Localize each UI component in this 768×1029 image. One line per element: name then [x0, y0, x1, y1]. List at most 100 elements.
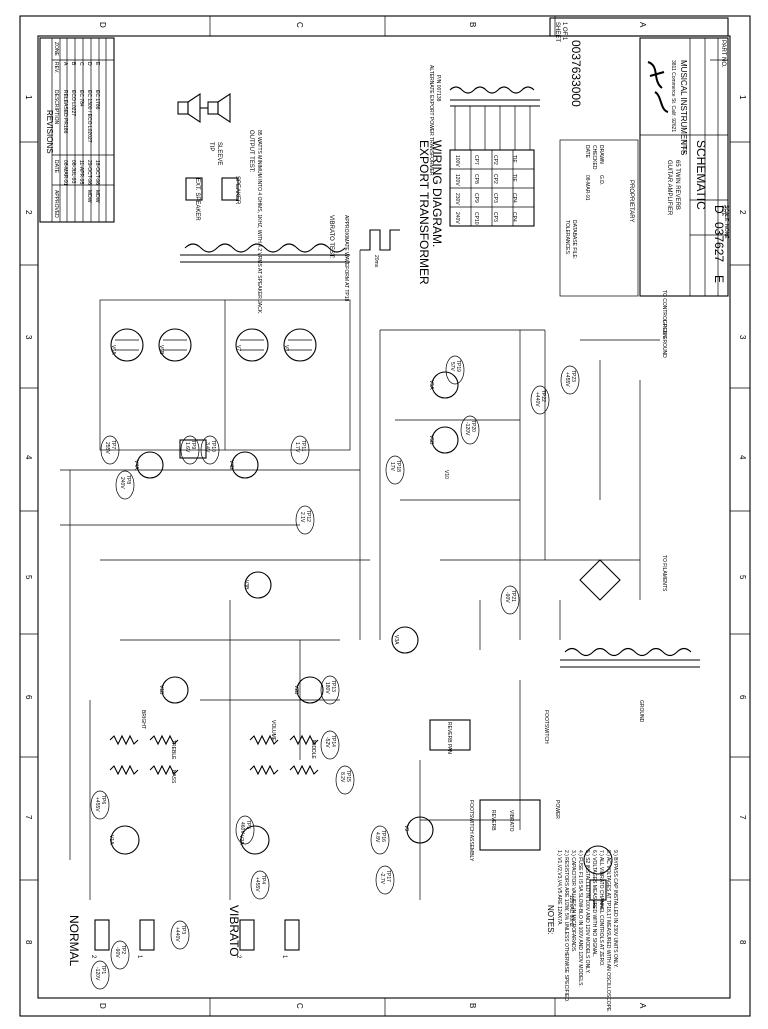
col-number: 7: [24, 815, 33, 820]
revision-header: REV.: [53, 62, 59, 73]
notes-heading: NOTES:: [546, 905, 555, 935]
checked-label: CHECKED: [591, 145, 597, 170]
fender-logo: [647, 61, 669, 113]
voltage-label: 3.4V: [204, 442, 210, 453]
tube-label: V3A: [393, 635, 399, 645]
voltage-label: 4.8V: [374, 832, 380, 843]
drawing-number: 037627: [712, 222, 726, 262]
sheet-value: 1 OF 1: [561, 22, 567, 41]
power-tube-v9: [235, 328, 269, 362]
row-letter: A: [638, 1003, 647, 1009]
export-table-cell: CP8: [473, 174, 479, 184]
note-line: 6.) VOLTAGES MEASURED WITH NO SIGNAL.: [591, 850, 597, 957]
power-tube-v10: [283, 328, 317, 362]
voltage-label: 17V: [389, 462, 395, 472]
tube-label: V10: [443, 470, 449, 479]
test-point-label: TP23: [570, 370, 576, 382]
test-point-bubble: [115, 470, 135, 500]
document-type: SCHEMATIC: [694, 140, 708, 210]
export-table-cell: TIE: [511, 174, 517, 182]
green-wire-label: GREEN: [661, 320, 667, 338]
test-point-label: TP14: [330, 735, 336, 747]
test-point-label: TP22: [540, 390, 546, 402]
reverb-pan: [429, 719, 471, 751]
test-point-label: TP3: [180, 925, 186, 934]
alt-transformer-label: ALTERNATE EXPORT POWER TRANSFORMER: [428, 65, 434, 176]
drawn-label: DRAWN: [598, 145, 604, 164]
test-point-bubble: [295, 505, 315, 535]
power-tube-v8: [158, 328, 192, 362]
title-block: SHEET 1 OF 1 0037633000 PART NO. MUSICAL…: [549, 17, 729, 297]
tube-label: V2A: [238, 835, 244, 845]
test-point-label: TP20: [470, 420, 476, 432]
voltage-label: 1.6V: [184, 442, 190, 453]
treble-label: TREBLE: [170, 740, 176, 760]
revision-cell: 08-MAR-91: [62, 160, 68, 186]
notes-list: 1.) V1,V2,V3,V4,V5 ARE 12AX7A.2.) RESIST…: [556, 850, 618, 1013]
voltage-label: -90V: [504, 592, 510, 603]
company-name: MUSICAL INSTRUMENTS: [679, 60, 688, 155]
preamp-tube-v3: [391, 626, 419, 654]
tolerances: TOLERANCES:: [564, 220, 570, 255]
bass-label: BASS: [170, 770, 176, 784]
bright-label: BRIGHT: [140, 710, 146, 729]
ext-speaker-jack[interactable]: [185, 177, 203, 201]
voltage-label: 240V: [119, 477, 125, 489]
test-point-label: TP17: [385, 870, 391, 882]
speaker-jack[interactable]: [221, 177, 239, 201]
tube-label: V1B: [158, 685, 164, 695]
revisions-title: REVISIONS: [45, 110, 54, 154]
preamp-tube-v5: [244, 571, 272, 599]
to-control-label: TO CONTROL PCB GROUND: [661, 290, 667, 358]
test-point-bubble: [110, 940, 130, 970]
column-numbers-right: 1 2 3 4 5 6 7 8: [738, 95, 747, 945]
tube-label: V7: [235, 345, 241, 351]
test-point-label: TP10: [210, 440, 216, 452]
size-value: D: [712, 205, 726, 214]
vibrato-waveform: [360, 229, 400, 251]
row-letter: D: [98, 1003, 107, 1009]
col-number: 4: [738, 455, 747, 460]
revision-cell: EC 784: [78, 90, 84, 107]
date-label: DATE: [584, 145, 590, 159]
vibrato-channel-label: VIBRATO: [227, 905, 241, 957]
voltage-label: +455V: [254, 877, 260, 892]
ground-switch-label: GROUND: [638, 700, 644, 723]
test-point-bubble: [90, 960, 110, 990]
test-point-bubble: [200, 435, 220, 465]
normal-input-jacks[interactable]: [94, 919, 155, 951]
voltage-label: -52V: [324, 737, 330, 748]
output-test-text: 85 WATTS MINIMUM INTO 4 OHMS, 1KHZ, WITH…: [256, 130, 262, 314]
col-number: 1: [24, 95, 33, 100]
export-table-cell: 120V: [454, 174, 460, 186]
voltage-label: 460V: [239, 822, 245, 834]
test-point-bubble: [375, 865, 395, 895]
reverb-fs-label: REVERB: [490, 810, 496, 831]
tube-label: V8: [283, 345, 289, 351]
vibrato-input-jacks[interactable]: [239, 919, 300, 951]
col-number: 6: [738, 695, 747, 700]
revision-cell: ECO L0227: [70, 90, 76, 116]
test-point-bubbles: TP1-120VTP2-90VTP3+440VTP4+455VTP5460VTP…: [90, 355, 580, 990]
row-letter: D: [98, 22, 107, 28]
note-line: 5.) S2 INSTALLED IN 100V AND 120V MODELS…: [584, 850, 590, 974]
test-point-bubble: [530, 385, 550, 415]
export-table-cells: 100V120V230V240VCP7CP8CP9CP10CP2CP2CP3CP…: [454, 155, 517, 225]
revision-cell: 11-APR-95: [78, 160, 84, 185]
voltage-label: +440V: [534, 392, 540, 407]
col-number: 8: [738, 940, 747, 945]
rectifier-bridge: [579, 559, 621, 601]
phase-inverter-tube: [136, 439, 259, 479]
test-point-label: TP5: [245, 820, 251, 829]
footswitch-label: FOOTSWITCH: [543, 710, 549, 744]
tube-label: V2B: [293, 685, 299, 695]
revision-cell: EC 1300 / ECO L02027: [86, 90, 92, 143]
date-value: 08-MAR-91: [584, 175, 590, 201]
export-table-cell: CP2: [492, 155, 498, 165]
waveform-label: 20ms: [373, 255, 379, 268]
voltage-label: +455V: [94, 797, 100, 812]
row-letter: B: [468, 1003, 477, 1008]
